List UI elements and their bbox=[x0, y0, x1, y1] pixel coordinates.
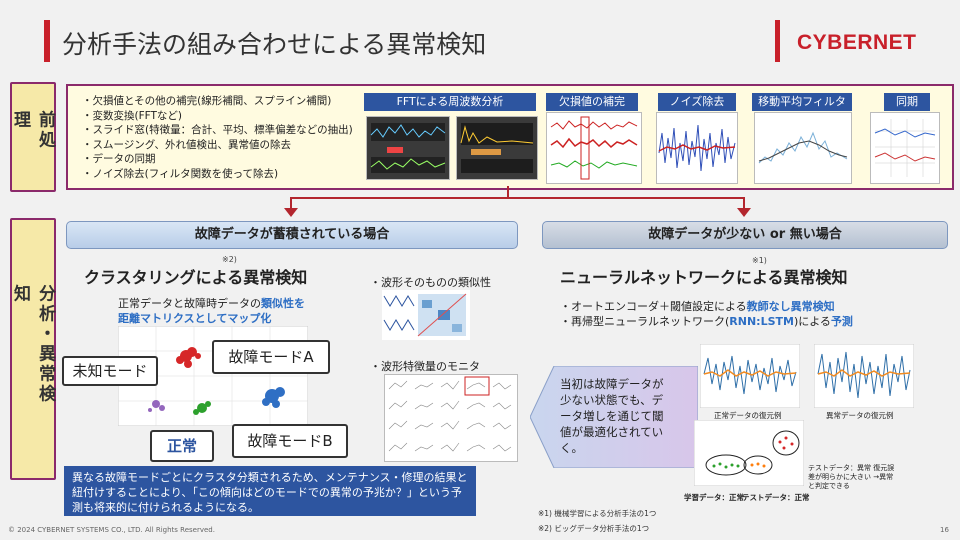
normal-reconstruction-plot bbox=[700, 344, 800, 408]
similarity-heatmap bbox=[382, 290, 470, 340]
nn-line-rnn: ・再帰型ニューラルネットワーク(RNN:LSTM)による予測 bbox=[560, 313, 853, 329]
preprocess-item: ・ノイズ除去(フィルタ関数を使って除去) bbox=[82, 167, 279, 180]
case-header-no-fault-data: 故障データが少ない or 無い場合 bbox=[542, 221, 948, 249]
cybernet-logo: CYBERNET bbox=[797, 31, 917, 54]
label-fault-mode-a: 故障モードA bbox=[212, 340, 330, 374]
footnote-2: ※2) ビッグデータ分析手法の1つ bbox=[538, 524, 650, 533]
test-data-label: テストデータ：正常 bbox=[742, 493, 810, 502]
threshold-optimization-text: 当初は故障データが少ない状態でも、データ増しを通じて閾値が最適化されていく。 bbox=[560, 377, 664, 455]
preprocess-item: ・スライド窓(特徴量：合計、平均、標準偏差などの抽出) bbox=[82, 124, 353, 136]
preprocess-list: ・欠損値とその他の補完(線形補間、スプライン補間) ・変数変換(FFTなど) ・… bbox=[82, 94, 353, 181]
reconstruction-error-plot bbox=[694, 420, 804, 486]
preprocess-item: ・変数変換(FFTなど) bbox=[82, 109, 183, 122]
connector-line bbox=[290, 197, 745, 199]
monitor-label: ・波形特徴量のモニタ bbox=[370, 360, 480, 373]
noise-removal-plot bbox=[656, 112, 738, 184]
pill-missing: 欠損値の補完 bbox=[546, 93, 638, 111]
similarity-label: ・波形そのものの類似性 bbox=[370, 276, 491, 289]
desc-text: 正常データと故障時データの bbox=[118, 297, 261, 310]
clustering-title: クラスタリングによる異常検知 bbox=[84, 268, 308, 287]
nn-line-autoencoder: ・オートエンコーダ＋閾値設定による教師なし異常検知 bbox=[560, 298, 835, 314]
label-fault-mode-b: 故障モードB bbox=[232, 424, 348, 458]
page-number: 16 bbox=[940, 526, 949, 534]
logo-accent-bar bbox=[775, 20, 780, 62]
sync-plot bbox=[870, 112, 940, 184]
copyright: © 2024 CYBERNET SYSTEMS CO., LTD. All Ri… bbox=[8, 526, 215, 534]
connector-line bbox=[507, 186, 509, 198]
pill-noise: ノイズ除去 bbox=[658, 93, 736, 111]
fft-screenshot-2 bbox=[456, 116, 538, 180]
title-accent-bar bbox=[44, 20, 50, 62]
train-data-label: 学習データ：正常 bbox=[684, 493, 744, 502]
clustering-desc-line1: 正常データと故障時データの類似性を bbox=[118, 295, 305, 311]
preprocess-item: ・スムージング、外れ値検出、異常値の除去 bbox=[82, 138, 292, 151]
nn-text: ・再帰型ニューラルネットワーク( bbox=[560, 315, 730, 328]
feature-monitor-grid bbox=[384, 374, 518, 462]
side-label-analysis-text: 分析・異常検知 bbox=[10, 284, 55, 405]
moving-average-plot bbox=[754, 112, 852, 184]
preprocess-item: ・データの同期 bbox=[82, 153, 156, 165]
clustering-summary-box: 異なる故障モードごとにクラスタ分類されるため、メンテナンス・修理の結果と紐付けす… bbox=[64, 466, 476, 516]
side-label-preprocess-text: 前処理 bbox=[10, 110, 55, 151]
connector-line bbox=[290, 197, 292, 211]
neural-network-title: ニューラルネットワークによる異常検知 bbox=[560, 268, 848, 287]
side-label-analysis: 分析・異常検知 bbox=[10, 218, 56, 480]
nn-text: ・オートエンコーダ＋閾値設定による bbox=[560, 300, 747, 313]
label-unknown-mode: 未知モード bbox=[62, 356, 158, 386]
nn-highlight: 予測 bbox=[830, 315, 853, 328]
clustering-desc-line2: 距離マトリクスとしてマップ化 bbox=[118, 312, 272, 325]
arrow-down-icon bbox=[284, 208, 298, 217]
anomaly-reconstruction-caption: 異常データの復元例 bbox=[826, 411, 894, 420]
footnote-1: ※1) 機械学習による分析手法の1つ bbox=[538, 509, 657, 518]
footnote-ref: ※2) bbox=[222, 255, 237, 264]
connector-line bbox=[743, 197, 745, 211]
side-label-preprocess: 前処理 bbox=[10, 82, 56, 192]
preprocess-item: ・欠損値とその他の補完(線形補間、スプライン補間) bbox=[82, 95, 332, 107]
nn-text: )による bbox=[793, 315, 831, 328]
pill-sync: 同期 bbox=[884, 93, 930, 111]
desc-highlight: 類似性を bbox=[261, 297, 305, 310]
fft-screenshot-1 bbox=[366, 116, 450, 180]
label-normal: 正常 bbox=[150, 430, 214, 462]
footnote-ref: ※1) bbox=[752, 256, 767, 265]
threshold-optimization-arrow bbox=[530, 366, 698, 468]
nn-highlight: RNN:LSTM bbox=[729, 315, 794, 328]
test-anomaly-note: テストデータ：異常 復元誤差が明らかに大きい →異常と判定できる bbox=[808, 464, 895, 490]
pill-moving-avg: 移動平均フィルタ bbox=[752, 93, 852, 111]
anomaly-reconstruction-plot bbox=[814, 344, 914, 408]
missing-value-plot bbox=[546, 112, 642, 184]
arrow-down-icon bbox=[737, 208, 751, 217]
nn-highlight: 教師なし異常検知 bbox=[746, 300, 835, 313]
pill-fft: FFTによる周波数分析 bbox=[364, 93, 536, 111]
slide-title: 分析手法の組み合わせによる異常検知 bbox=[62, 30, 487, 59]
normal-reconstruction-caption: 正常データの復元例 bbox=[714, 411, 782, 420]
case-header-fault-data: 故障データが蓄積されている場合 bbox=[66, 221, 518, 249]
